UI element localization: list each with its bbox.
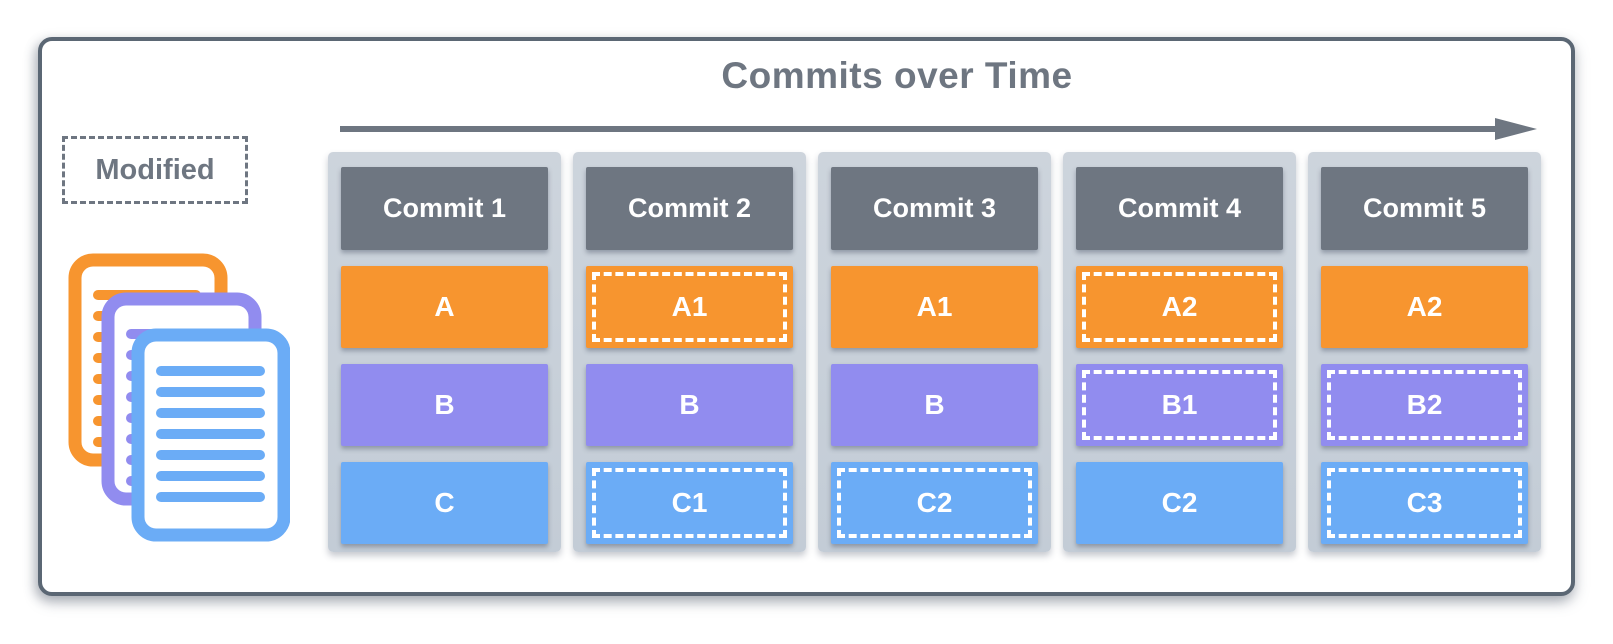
file-box: A2 [1076,266,1283,348]
diagram-title: Commits over Time [721,55,1073,96]
file-box: C3 [1321,462,1528,544]
commit-column-5: Commit 5 A2 B2 C3 [1308,152,1541,552]
commit-column-3: Commit 3 A1 B C2 [818,152,1051,552]
commits-row: Commit 1 A B C Commit 2 A1 B C1 Commit 3… [328,152,1541,552]
file-box: B2 [1321,364,1528,446]
commit-column-4: Commit 4 A2 B1 C2 [1063,152,1296,552]
file-box: A1 [831,266,1038,348]
commit-header: Commit 4 [1076,167,1283,250]
file-box: B1 [1076,364,1283,446]
arrow-right-icon [340,118,1537,140]
file-box: B [586,364,793,446]
document-blue-icon [131,328,291,542]
file-box: C2 [1076,462,1283,544]
file-box: C [341,462,548,544]
file-box: C1 [586,462,793,544]
commit-column-2: Commit 2 A1 B C1 [573,152,806,552]
commit-header: Commit 3 [831,167,1038,250]
timeline-arrow [340,116,1540,142]
diagram-frame: Commits over Time Modified [38,37,1575,596]
commit-header: Commit 2 [586,167,793,250]
file-box: A1 [586,266,793,348]
file-box: C2 [831,462,1038,544]
file-box: A2 [1321,266,1528,348]
commit-column-1: Commit 1 A B C [328,152,561,552]
file-box: B [831,364,1038,446]
commit-header: Commit 5 [1321,167,1528,250]
documents-stack-icon [68,253,291,543]
file-box: B [341,364,548,446]
file-box: A [341,266,548,348]
legend-modified: Modified [62,136,248,204]
commit-header: Commit 1 [341,167,548,250]
